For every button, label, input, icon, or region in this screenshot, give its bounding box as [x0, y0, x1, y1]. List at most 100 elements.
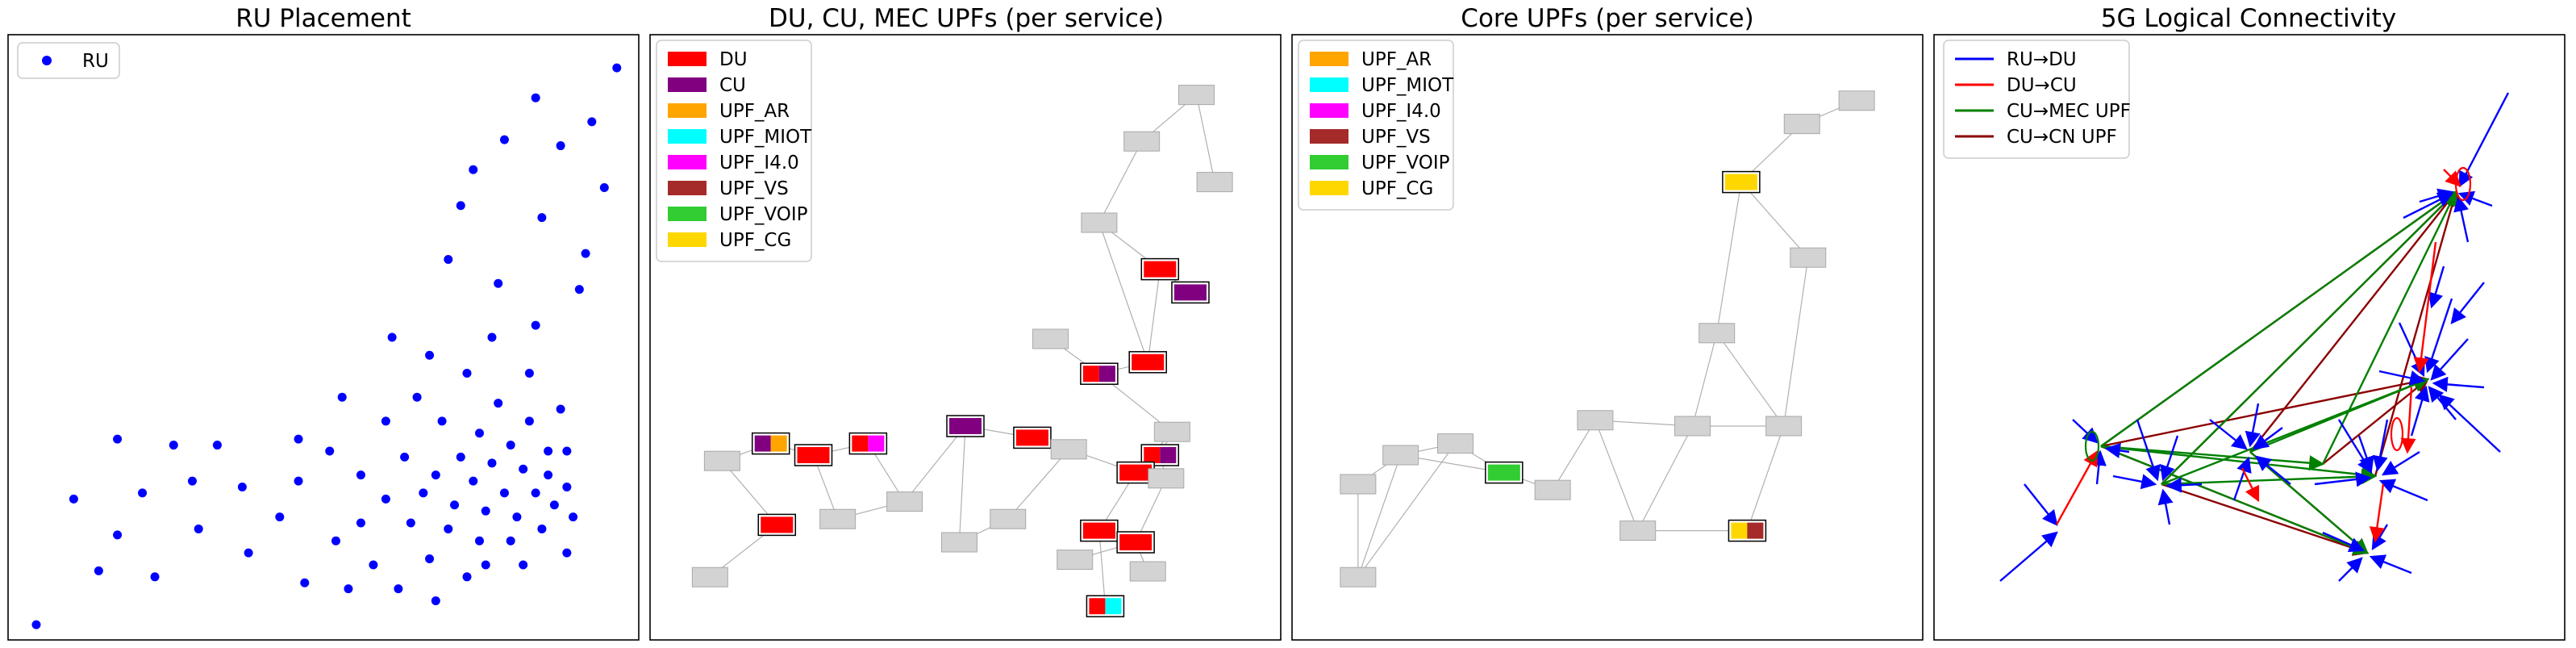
ru-point: [481, 560, 490, 570]
ru-point: [494, 278, 503, 288]
connectivity-arrow: [2161, 190, 2457, 485]
dcm-edge: [904, 425, 966, 502]
connectivity-arrow: [2432, 376, 2485, 392]
connectivity-arrow: [2160, 435, 2179, 482]
ru-point: [425, 554, 435, 564]
ru-point: [599, 183, 609, 192]
core-legend-label: UPF_MIOT: [1361, 75, 1454, 96]
connectivity-arrow: [2072, 419, 2099, 444]
connectivity-arrow: [2209, 419, 2248, 450]
ru-point: [456, 201, 465, 211]
dcm-legend-swatch: [668, 232, 707, 247]
ru-placement-axes: [7, 34, 640, 641]
dcm-node: [691, 566, 728, 587]
dcm-placement-block: [1015, 429, 1048, 446]
core-node: [1790, 247, 1827, 268]
core-legend-swatch: [1310, 77, 1348, 92]
dcm-legend-swatch: [668, 207, 707, 221]
ru-point: [562, 483, 572, 491]
ru-point: [519, 560, 528, 570]
core-node: [1619, 520, 1657, 541]
dcm-legend-swatch: [668, 52, 707, 66]
connectivity-arrow: [2165, 477, 2203, 493]
ru-point: [113, 434, 123, 444]
core-edge: [1716, 332, 1785, 427]
ru-point: [212, 441, 222, 450]
core-legend-swatch: [1310, 155, 1348, 169]
connectivity-arrow: [2413, 241, 2437, 374]
core-legend-label: UPF_CG: [1361, 178, 1433, 199]
dcm-legend-swatch: [668, 155, 707, 169]
dcm-placement-block: [754, 435, 771, 452]
dcm-placement-block: [1132, 353, 1165, 370]
core-node: [1674, 416, 1711, 437]
ru-point: [494, 399, 503, 408]
ru-point: [387, 332, 397, 342]
core-node: [1577, 410, 1614, 431]
ru-point: [487, 332, 497, 342]
connectivity-arrow: [2457, 190, 2493, 207]
connectivity-legend-label: DU→CU: [2007, 75, 2077, 96]
connectivity-arrow: [2322, 531, 2366, 553]
ru-point: [544, 446, 553, 456]
ru-point: [369, 560, 378, 570]
connectivity-arrow: [1999, 531, 2058, 582]
core-node: [1340, 474, 1377, 495]
logical-connectivity-graph: [1999, 92, 2510, 582]
ru-point: [487, 458, 497, 468]
dcm-edge: [1098, 140, 1143, 224]
connectivity-legend-label: CU→MEC UPF: [2007, 101, 2131, 122]
dcm-placement-block: [852, 435, 869, 452]
connectivity-arrow: [2443, 169, 2461, 187]
ru-point: [344, 584, 353, 594]
connectivity-arrow: [2314, 471, 2372, 487]
ru-point: [587, 117, 597, 127]
dcm-placement-block: [770, 435, 787, 452]
du-cu-mec-panel: DU, CU, MEC UPFs (per service) DUCUUPF_A…: [649, 4, 1282, 641]
ru-point: [437, 416, 447, 426]
connectivity-arrow: [2378, 479, 2428, 502]
dcm-placement-block: [1144, 447, 1161, 463]
ru-point: [506, 441, 515, 450]
ru-point: [113, 530, 123, 540]
dcm-node: [1032, 328, 1069, 349]
legend-marker-ru: [42, 56, 52, 65]
core-legend-label: UPF_VS: [1361, 127, 1431, 148]
connectivity-arrow: [2357, 435, 2374, 473]
logical-connectivity-panel: 5G Logical Connectivity RU→DUDU→CUCU→MEC…: [1933, 4, 2566, 641]
ru-point: [581, 249, 590, 258]
core-edge: [1357, 443, 1456, 578]
ru-point: [194, 524, 203, 533]
ru-point: [244, 548, 253, 558]
ru-point: [325, 446, 335, 456]
connectivity-arrow: [2100, 445, 2325, 471]
core-upf-panel: Core UPFs (per service) UPF_ARUPF_MIOTUP…: [1291, 4, 1924, 641]
ru-point: [337, 392, 347, 402]
dcm-node: [1129, 561, 1166, 582]
dcm-node: [1178, 85, 1215, 106]
ru-points: [31, 63, 622, 629]
ru-point: [450, 500, 460, 510]
ru-point: [475, 429, 484, 438]
dcm-node: [1148, 468, 1185, 489]
ru-placement-panel: RU Placement RU: [7, 4, 640, 641]
connectivity-arrow: [2104, 442, 2130, 458]
ru-point: [187, 476, 197, 486]
ru-point: [431, 596, 440, 605]
connectivity-arrow: [2428, 265, 2445, 309]
connectivity-arrow: [2161, 483, 2370, 556]
connectivity-legend-frame: [1943, 40, 2130, 159]
dcm-node: [1196, 172, 1233, 193]
du-cu-mec-legend: DUCUUPF_ARUPF_MIOTUPF_I4.0UPF_VSUPF_VOIP…: [656, 40, 812, 262]
dcm-edge: [1098, 530, 1107, 607]
ru-point: [562, 446, 572, 456]
dcm-placement-block: [1089, 598, 1106, 615]
dcm-legend-label: UPF_VS: [719, 178, 789, 199]
connectivity-arrow: [2430, 338, 2469, 381]
dcm-placement-block: [761, 516, 794, 533]
connectivity-legend-label: RU→DU: [2007, 49, 2077, 70]
core-placement-block: [1747, 522, 1764, 539]
ru-point: [444, 524, 453, 533]
ru-point: [294, 434, 303, 444]
